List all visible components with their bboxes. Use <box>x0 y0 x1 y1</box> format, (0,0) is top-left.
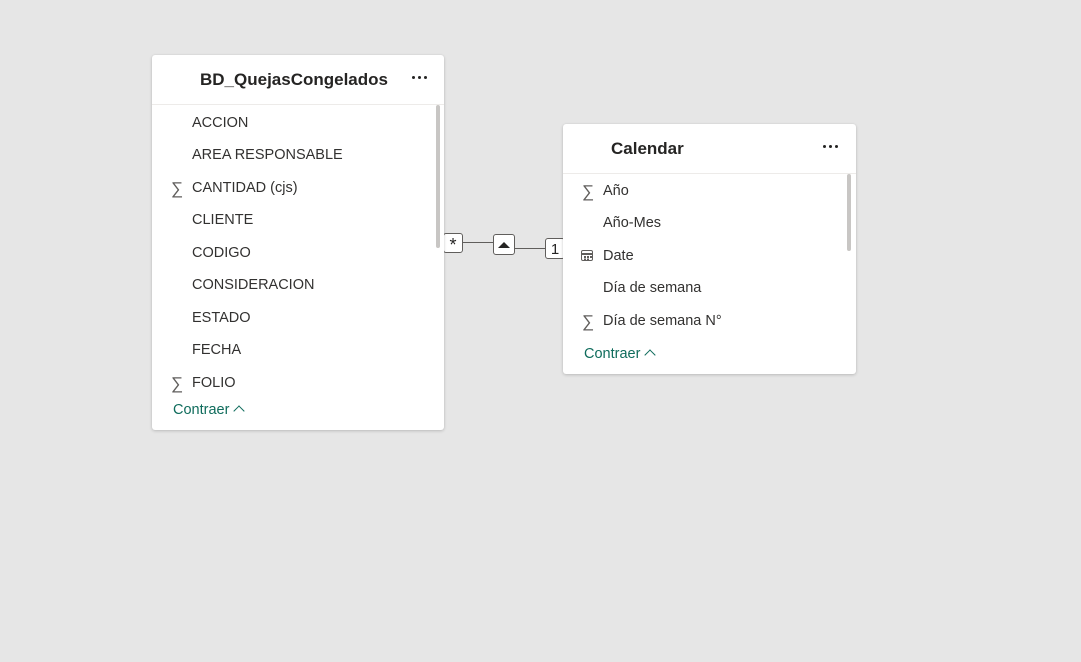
field-row[interactable]: FECHA <box>152 336 432 366</box>
sum-icon: ∑ <box>170 179 184 198</box>
field-label: AREA RESPONSABLE <box>192 147 343 163</box>
field-row[interactable]: CONSIDERACION <box>152 271 432 301</box>
field-row[interactable]: Año-Mes <box>563 209 844 239</box>
collapse-label: Contraer <box>584 346 641 362</box>
field-row[interactable]: Date <box>563 242 844 272</box>
field-label: Año <box>603 183 629 199</box>
field-row[interactable]: AREA RESPONSABLE <box>152 141 432 171</box>
scrollbar[interactable] <box>847 174 851 251</box>
cardinality-one-marker: 1 <box>545 238 565 259</box>
collapse-button[interactable]: Contraer <box>173 402 246 418</box>
chevron-up-icon <box>644 349 657 361</box>
table-card-calendar[interactable]: Calendar ∑ Año Año-Mes Date Día de seman… <box>563 124 856 374</box>
sum-icon: ∑ <box>170 374 184 393</box>
chevron-up-icon <box>233 405 246 417</box>
field-label: CONSIDERACION <box>192 277 315 293</box>
sum-icon: ∑ <box>581 312 595 331</box>
more-options-icon[interactable] <box>818 133 844 159</box>
more-options-icon[interactable] <box>407 64 433 90</box>
collapse-label: Contraer <box>173 402 230 418</box>
field-row[interactable]: ∑ CANTIDAD (cjs) <box>152 174 432 204</box>
field-label: ESTADO <box>192 310 251 326</box>
field-label: CLIENTE <box>192 212 254 228</box>
field-label: ACCION <box>192 115 249 131</box>
field-label: Día de semana <box>603 280 702 296</box>
table-header[interactable]: BD_QuejasCongelados <box>152 55 444 105</box>
table-title: BD_QuejasCongelados <box>200 70 388 89</box>
table-header[interactable]: Calendar <box>563 124 856 174</box>
relationship-line-segment-2 <box>514 248 546 249</box>
field-row[interactable]: ∑ FOLIO <box>152 369 432 399</box>
field-row[interactable]: ESTADO <box>152 304 432 334</box>
relationship-line-segment-1 <box>444 242 494 243</box>
field-label: Día de semana N° <box>603 313 722 329</box>
field-row[interactable]: ∑ Año <box>563 177 844 207</box>
field-label: Date <box>603 248 634 264</box>
field-label: CANTIDAD (cjs) <box>192 180 298 196</box>
cardinality-many-marker: * <box>443 233 463 255</box>
collapse-button[interactable]: Contraer <box>584 346 657 362</box>
scrollbar[interactable] <box>436 105 440 248</box>
field-label: CODIGO <box>192 245 251 261</box>
table-card-bd-quejascongelados[interactable]: BD_QuejasCongelados ACCION AREA RESPONSA… <box>152 55 444 430</box>
filter-direction-arrow-icon[interactable] <box>493 234 515 255</box>
calendar-icon <box>581 250 593 261</box>
table-title: Calendar <box>611 139 684 158</box>
field-row[interactable]: ∑ Día de semana N° <box>563 307 844 337</box>
field-label: Año-Mes <box>603 215 662 231</box>
field-row[interactable]: CODIGO <box>152 239 432 269</box>
field-row[interactable]: ACCION <box>152 109 432 139</box>
field-row[interactable]: Día de semana <box>563 274 844 304</box>
field-label: FECHA <box>192 342 242 358</box>
field-label: FOLIO <box>192 375 236 391</box>
field-row[interactable]: CLIENTE <box>152 206 432 236</box>
sum-icon: ∑ <box>581 182 595 201</box>
